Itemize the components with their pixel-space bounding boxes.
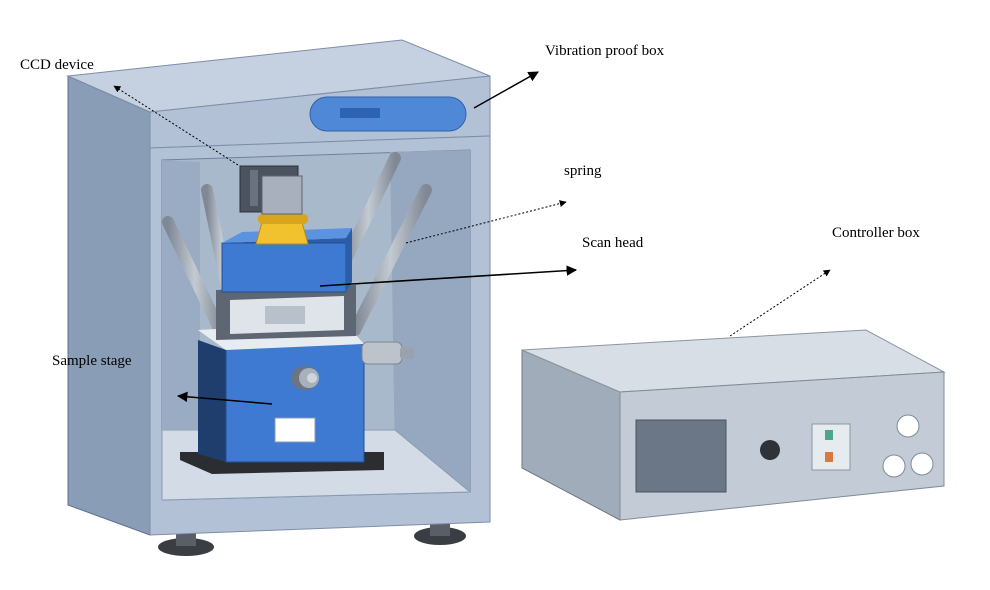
sample-stage-block <box>225 343 365 463</box>
leader-controller-box <box>729 269 831 337</box>
scan-head <box>216 165 356 340</box>
leader-ccd-device <box>113 85 239 166</box>
foot-icon <box>158 538 214 556</box>
label-ccd-device: CCD device <box>20 57 94 73</box>
label-vibration-proof-box: Vibration proof box <box>545 43 665 59</box>
leader-spring <box>405 200 567 244</box>
leader-scan-head <box>319 265 578 287</box>
scan-head-block <box>221 242 347 293</box>
cabinet-left-side <box>67 75 151 536</box>
controller-box <box>521 329 946 521</box>
controller-button <box>882 454 906 478</box>
sample-stage <box>180 322 414 474</box>
controller-screen <box>635 419 727 493</box>
spring-rod <box>162 216 228 341</box>
ccd-camera-icon <box>239 165 303 215</box>
controller-knob <box>760 440 780 460</box>
controller-switch-panel <box>811 423 851 471</box>
label-spring: spring <box>564 163 602 179</box>
label-sample-stage: Sample stage <box>52 353 132 369</box>
leader-vibration-proof-box <box>473 71 539 109</box>
spring-rod <box>349 184 432 336</box>
cabinet-badge <box>309 96 467 132</box>
leader-sample-stage <box>176 391 273 405</box>
leader-lines <box>113 71 831 405</box>
controller-button <box>910 452 934 476</box>
controller-button <box>896 414 920 438</box>
label-controller-box: Controller box <box>832 225 920 241</box>
micrometer-icon <box>361 341 414 365</box>
knob-icon <box>291 366 319 390</box>
label-scan-head: Scan head <box>582 235 644 251</box>
